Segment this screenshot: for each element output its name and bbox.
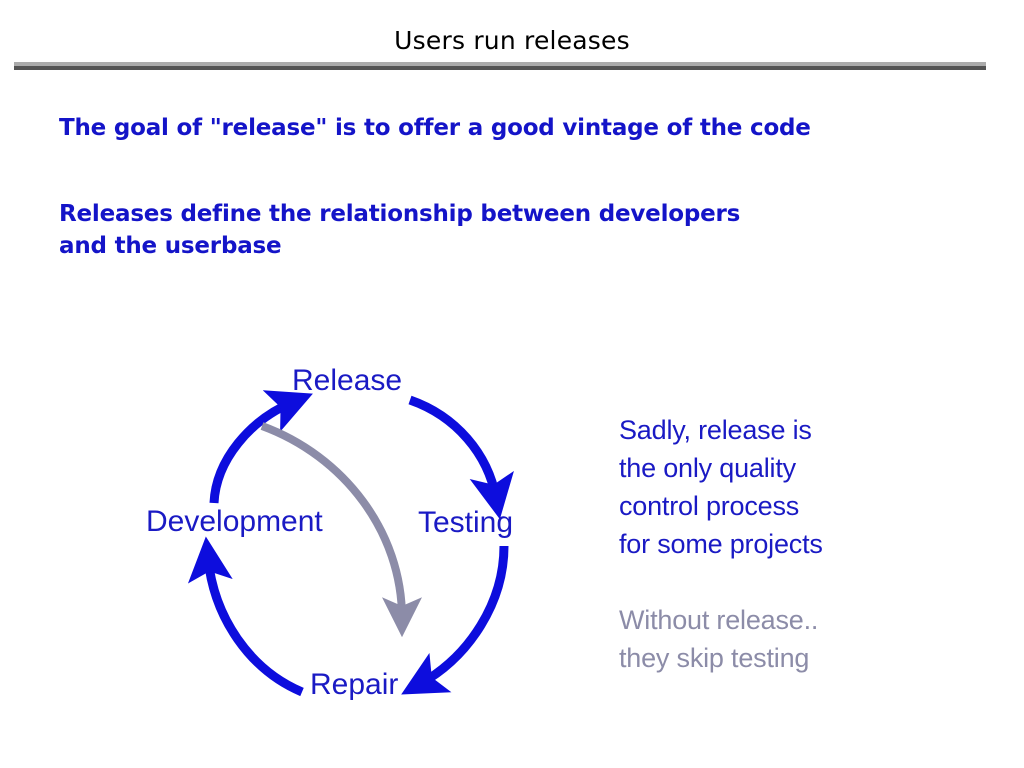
- arrow-testing-to-repair: [401, 545, 509, 695]
- note-skip-testing: Without release.. they skip testing: [619, 605, 819, 673]
- bullet-item-goal: The goal of "release" is to offer a good…: [59, 115, 811, 141]
- cycle-node-testing: Testing: [418, 506, 514, 539]
- cycle-node-repair: Repair: [310, 668, 399, 701]
- cycle-arrows-svg: [187, 390, 514, 697]
- bullet-list: The goal of "release" is to offer a good…: [59, 112, 919, 262]
- arrow-release-to-repair-bypass: [260, 422, 422, 638]
- divider-shadow: [14, 66, 986, 70]
- note-quality-control: Sadly, release is the only quality contr…: [619, 415, 823, 559]
- arrow-repair-to-development: [187, 536, 304, 697]
- divider-highlight: [14, 62, 986, 66]
- bullet-item-relationship: Releases define the relationship between…: [59, 201, 741, 259]
- title-divider: [14, 62, 986, 70]
- release-cycle-diagram: Release Testing Repair Development: [130, 350, 570, 730]
- cycle-node-release: Release: [292, 364, 403, 397]
- page-title: Users run releases: [394, 26, 630, 55]
- cycle-node-development: Development: [146, 505, 323, 538]
- arrow-development-to-release: [209, 390, 313, 504]
- arrow-release-to-testing: [408, 395, 514, 520]
